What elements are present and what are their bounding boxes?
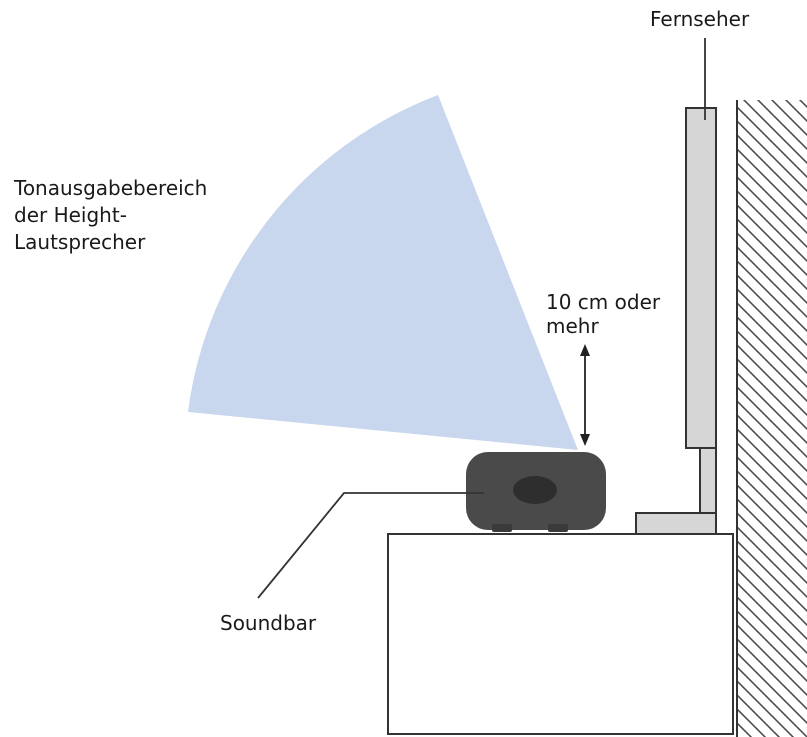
tv-label: Fernseher [650,7,750,31]
sound-range-label-line3: Lautsprecher [14,230,146,254]
soundbar-label: Soundbar [220,611,317,635]
tv-cabinet [387,533,734,735]
distance-arrow-head-bottom [580,434,590,446]
distance-label-line2: mehr [546,314,599,338]
soundbar-port [513,476,557,504]
distance-label-line1: 10 cm oder [546,290,661,314]
tv-stand-neck [699,447,717,514]
sound-range-area [188,95,578,450]
soundbar-foot-right [548,524,568,532]
distance-arrow-head-top [580,344,590,356]
tv-panel [685,107,717,449]
soundbar-leader-line [257,492,484,599]
soundbar-foot-left [492,524,512,532]
sound-range-label-line1: Tonausgabebereich [14,176,208,200]
wall-hatch [737,100,807,737]
sound-range-label-line2: der Height- [14,203,127,227]
tv-stand-base [635,512,717,535]
